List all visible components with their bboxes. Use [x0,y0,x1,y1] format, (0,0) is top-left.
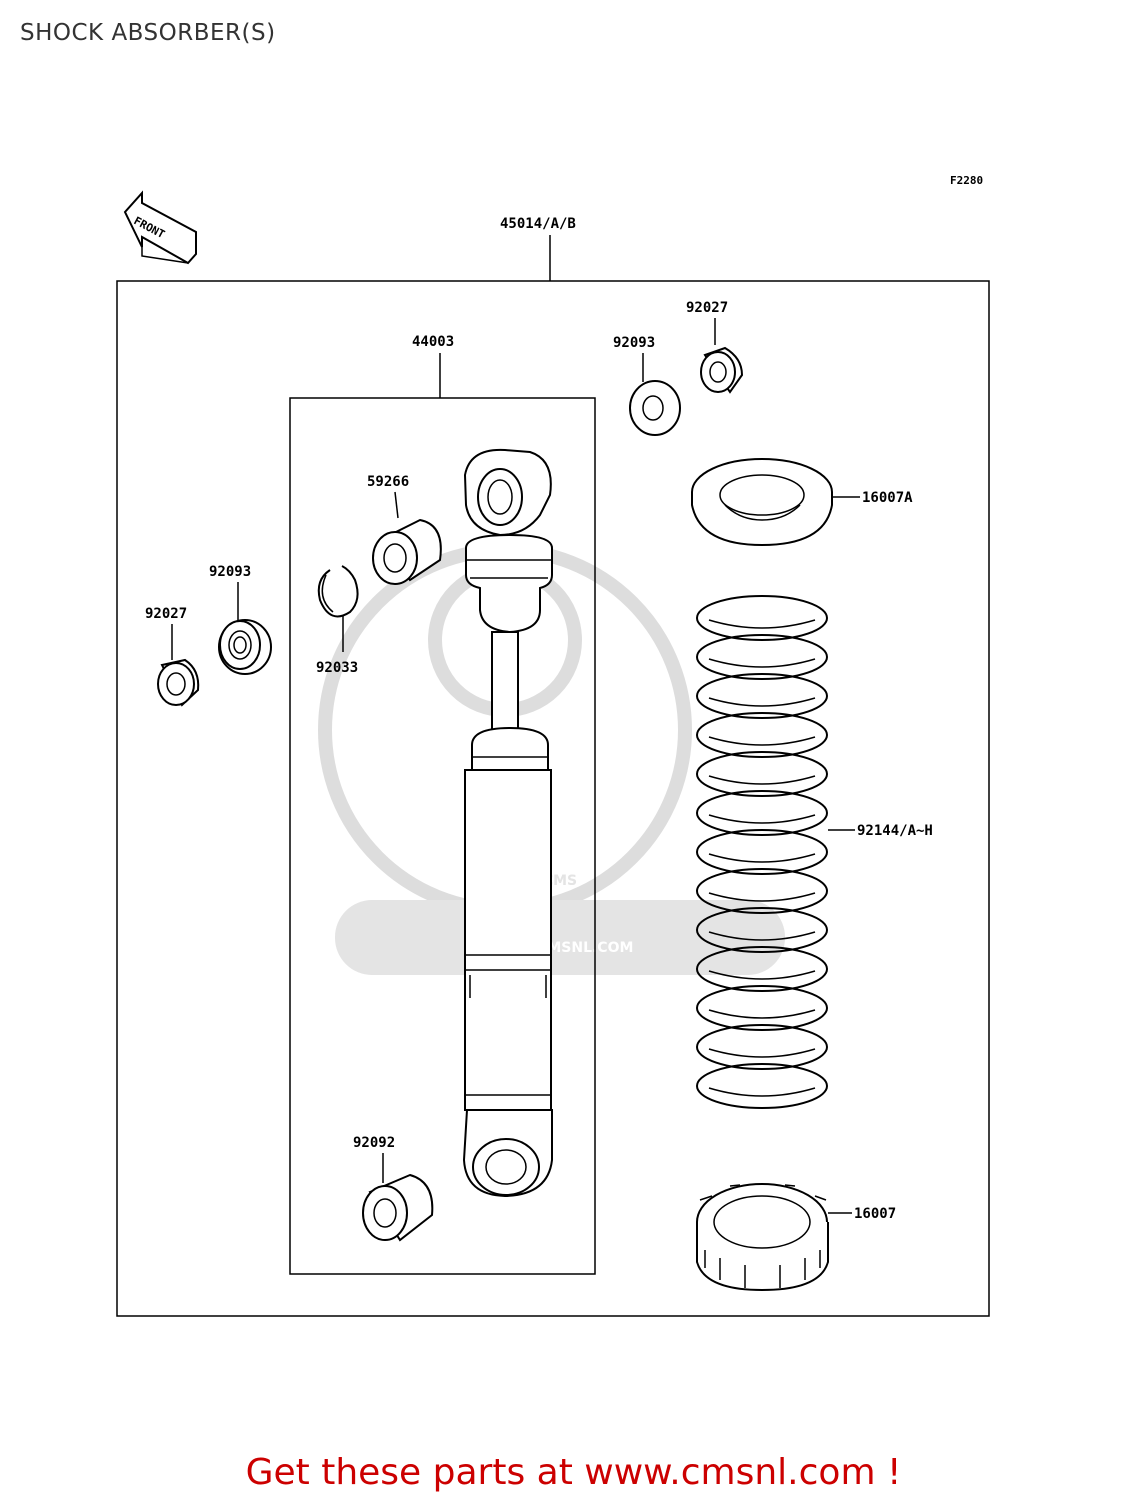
left-washer [218,619,272,675]
spring-coil [696,595,828,641]
assembly-box [116,280,990,1317]
spring-coil-inner [708,775,816,785]
spring-coil [696,790,828,836]
spring-coil-inner [708,853,816,863]
right-collar [700,346,744,394]
spring-coil [696,673,828,719]
spring-coil-inner [708,736,816,746]
spring-coil-inner [708,892,816,902]
spring-coil [696,751,828,797]
label-16007A: 16007A [862,490,913,506]
spring-coil [696,829,828,875]
label-92033: 92033 [316,660,358,676]
spring-coil-inner [708,658,816,668]
spring-coil [696,907,828,953]
left-collar [157,658,200,707]
spring-coil [696,868,828,914]
spring-coil-inner [708,1009,816,1019]
spring-coil [696,985,828,1031]
spring-seat [691,458,833,547]
bottom-bush [362,1173,434,1242]
label-92027-right: 92027 [686,300,728,316]
spring-coil [696,1063,828,1109]
spring-coil [696,1024,828,1070]
label-16007: 16007 [854,1206,896,1222]
label-44003: 44003 [412,334,454,350]
front-arrow-icon: FRONT [123,190,197,265]
label-92093-right: 92093 [613,335,655,351]
top-bush [372,518,442,585]
watermark: CMS WWW.CMSNL.COM [318,543,785,975]
spring-coil-inner [708,1087,816,1097]
page-title: SHOCK ABSORBER(S) [20,20,276,46]
label-45014: 45014/A/B [500,216,576,232]
spring-coil-inner [708,1048,816,1058]
right-washer [629,380,681,436]
label-92093-left: 92093 [209,564,251,580]
spring-coil-inner [708,814,816,824]
label-92092: 92092 [353,1135,395,1151]
spring-coil-inner [708,619,816,629]
circlip [317,565,359,618]
spring-coil [696,712,828,758]
label-92144: 92144/A~H [857,823,933,839]
label-92027-left: 92027 [145,606,187,622]
spring-coil-inner [708,697,816,707]
spring [696,595,828,1109]
figure-code: F2280 [950,174,983,187]
spring-coil [696,946,828,992]
spring-coil-inner [708,970,816,980]
get-parts-link[interactable]: Get these parts at www.cmsnl.com ! [245,1452,902,1493]
shock-unit-box [289,397,596,1275]
spring-coil [696,634,828,680]
label-59266: 59266 [367,474,409,490]
spring-coil-inner [708,931,816,941]
shock-absorber [462,448,553,1198]
adjuster-nut [696,1183,829,1292]
